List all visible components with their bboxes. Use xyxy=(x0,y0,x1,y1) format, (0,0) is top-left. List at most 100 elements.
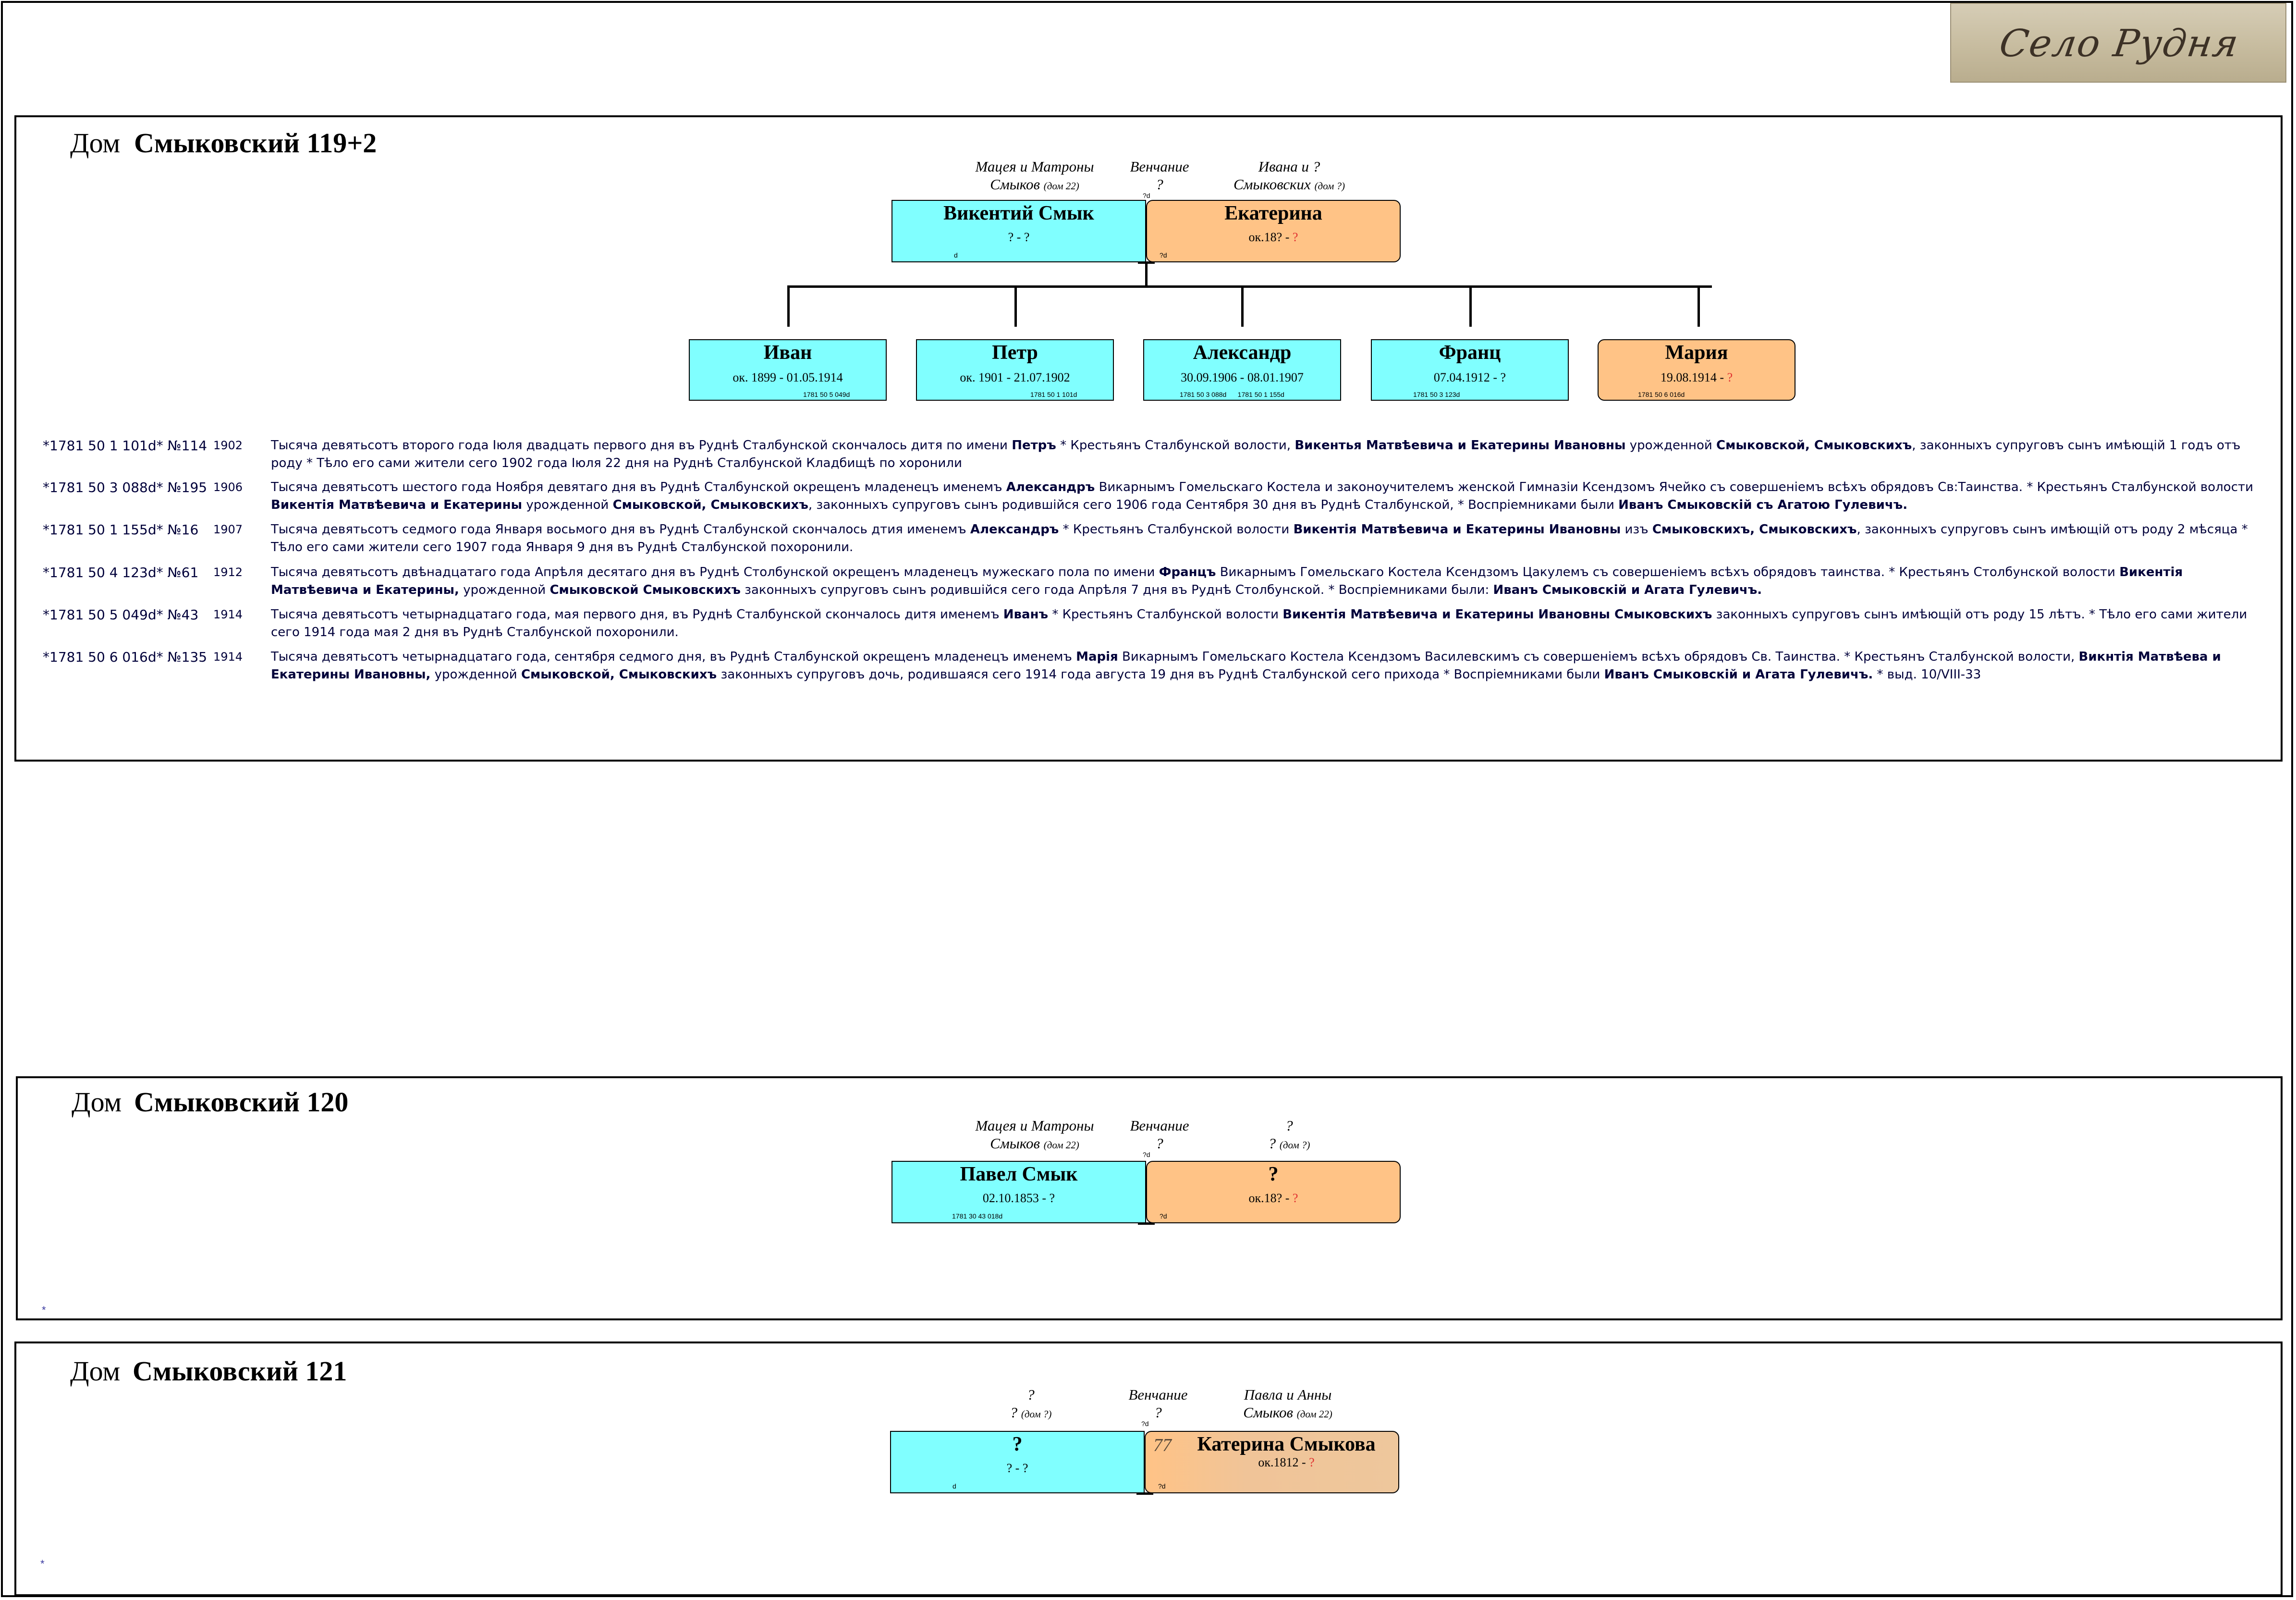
mother-parents-names: Ивана и ? xyxy=(1258,158,1320,175)
record-text: Тысяча девятьсотъ седмого года Января во… xyxy=(271,522,2248,554)
husband-note: d xyxy=(954,251,958,259)
record-year: 1902 xyxy=(213,439,243,452)
record-id: *1781 50 5 049d* №43 xyxy=(43,607,199,623)
wife-name: Катерина Смыкова xyxy=(1197,1433,1376,1455)
house-title: Смыковский 119+2 xyxy=(134,127,377,159)
wedding-label: Венчание xyxy=(1130,158,1189,175)
mother-parents: ? ? (дом ?) xyxy=(1160,1117,1419,1154)
record-text: Тысяча девятьсотъ второго года Іюля двад… xyxy=(271,438,2241,470)
house-block-119: Дом Смыковский 119+2 Мацея и Матроны Смы… xyxy=(14,115,2283,762)
record-id: *1781 50 1 101d* №114 xyxy=(43,438,208,454)
wife-note: ?d xyxy=(1158,1482,1166,1490)
child-refs: 1781 50 3 088d 1781 50 1 155d xyxy=(1180,391,1284,398)
wife-name: Екатерина xyxy=(1224,202,1322,224)
wedding-note: ?d xyxy=(1141,1420,1149,1428)
father-parents: Мацея и Матроны Смыков (дом 22) xyxy=(905,158,1164,195)
husband-name: Павел Смык xyxy=(960,1163,1078,1185)
mother-parents-house: (дом ?) xyxy=(1314,180,1345,192)
village-seal-image: Село Рудня Сталбунска xyxy=(1950,3,2286,83)
house-block-121: Дом Смыковский 121 ? ? (дом ?) Венчание … xyxy=(14,1342,2283,1596)
wife-dates-birth: ок.18? xyxy=(1248,1191,1282,1205)
wife-dates: ок.18? - ? xyxy=(1147,231,1400,244)
family-stem-tick xyxy=(1138,1222,1155,1225)
wife-dates-sep: - xyxy=(1298,1455,1309,1469)
wife-dates-death: ? xyxy=(1292,1191,1298,1205)
record-row: *1781 50 1 155d* №16 1907 Тысяча девятьс… xyxy=(43,521,2272,556)
father-parents-names: Мацея и Матроны xyxy=(975,1117,1094,1134)
record-year: 1912 xyxy=(213,566,243,579)
wedding-note: ?d xyxy=(1143,1151,1150,1158)
wife-dates-death: ? xyxy=(1292,230,1298,244)
husband-dates: 02.10.1853 - ? xyxy=(982,1191,1055,1205)
child-box-frants[interactable]: Франц 07.04.1912 - ? 1781 50 3 123d xyxy=(1371,339,1569,401)
father-parents-surname: ? xyxy=(1010,1404,1018,1421)
house-label: Дом xyxy=(70,1355,121,1387)
record-id: *1781 50 1 155d* №16 xyxy=(43,522,199,538)
father-parents-surname: Смыков xyxy=(990,1135,1040,1152)
record-row: *1781 50 1 101d* №114 1902 Тысяча девять… xyxy=(43,437,2272,472)
husband-box[interactable]: Павел Смык 02.10.1853 - ? 1781 30 43 018… xyxy=(892,1161,1146,1223)
father-parents-names: Мацея и Матроны xyxy=(975,158,1094,175)
house-block-120: Дом Смыковский 120 Мацея и Матроны Смыко… xyxy=(16,1076,2283,1320)
wedding-info: Венчание ? xyxy=(1073,1117,1246,1152)
record-id: *1781 50 4 123d* №61 xyxy=(43,565,199,580)
father-parents: ? ? (дом ?) xyxy=(901,1386,1160,1423)
husband-name: ? xyxy=(1012,1433,1023,1455)
mother-parents-surname: ? xyxy=(1268,1135,1276,1152)
child-dates: ок. 1899 - 01.05.1914 xyxy=(733,370,843,384)
house-label: Дом xyxy=(70,127,121,159)
husband-note: d xyxy=(953,1482,956,1490)
wife-note: ?d xyxy=(1160,251,1167,259)
child-dates-birth: 19.08.1914 - xyxy=(1660,370,1727,384)
house-title: Смыковский 120 xyxy=(134,1086,349,1118)
wife-dates-sep: - xyxy=(1282,230,1293,244)
child-refs: 1781 50 1 101d xyxy=(1030,391,1077,398)
mother-parents-surname: Смыков xyxy=(1243,1404,1293,1421)
record-year: 1907 xyxy=(213,523,243,536)
wedding-label: Венчание xyxy=(1130,1117,1189,1134)
wedding-info: Венчание ? xyxy=(1073,158,1246,193)
child-refs: 1781 50 5 049d xyxy=(803,391,850,398)
wife-box[interactable]: Екатерина ок.18? - ? ?d xyxy=(1146,200,1401,262)
child-box-petr[interactable]: Петр ок. 1901 - 21.07.1902 1781 50 1 101… xyxy=(916,339,1114,401)
child-refs: 1781 50 6 016d xyxy=(1638,391,1685,398)
wedding-info: Венчание ? xyxy=(1072,1386,1245,1421)
child-dates: 19.08.1914 - ? xyxy=(1599,371,1795,384)
record-id: *1781 50 6 016d* №135 xyxy=(43,649,208,665)
father-parents: Мацея и Матроны Смыков (дом 22) xyxy=(905,1117,1164,1154)
wife-box[interactable]: ? ок.18? - ? ?d xyxy=(1146,1161,1401,1223)
wife-dates-death: ? xyxy=(1309,1455,1315,1469)
father-parents-names: ? xyxy=(1027,1386,1035,1403)
child-box-mariya[interactable]: Мария 19.08.1914 - ? 1781 50 6 016d xyxy=(1598,339,1795,401)
wife-box[interactable]: 77 Катерина Смыкова ок.1812 - ? ?d xyxy=(1145,1431,1399,1493)
record-text: Тысяча девятьсотъ четырнадцатаго года, м… xyxy=(271,607,2247,640)
wife-dates-birth: ок.18? xyxy=(1248,230,1282,244)
child-box-ivan[interactable]: Иван ок. 1899 - 01.05.1914 1781 50 5 049… xyxy=(689,339,887,401)
seal-handwriting: Село Рудня Сталбунска xyxy=(1996,22,2242,65)
family-stem-tick xyxy=(1136,1492,1153,1495)
wedding-date: ? xyxy=(1154,1404,1162,1421)
child-drop-line xyxy=(1469,285,1472,327)
child-drop-line xyxy=(1241,285,1244,327)
note-marker: * xyxy=(40,1558,45,1570)
father-parents-house: (дом ?) xyxy=(1021,1408,1052,1420)
children-bar-line xyxy=(787,285,1712,288)
child-name: Франц xyxy=(1439,342,1501,364)
child-box-aleksandr[interactable]: Александр 30.09.1906 - 08.01.1907 1781 5… xyxy=(1143,339,1341,401)
family-stem-line xyxy=(1145,261,1148,286)
husband-box[interactable]: ? ? - ? d xyxy=(890,1431,1145,1493)
record-row: *1781 50 3 088d* №195 1906 Тысяча девять… xyxy=(43,479,2272,514)
wife-note: ?d xyxy=(1160,1212,1167,1220)
child-name: Петр xyxy=(992,342,1038,364)
record-text: Тысяча девятьсотъ двѣнадцатаго года Апрѣ… xyxy=(271,565,2183,597)
husband-dates: ? - ? xyxy=(1008,230,1030,244)
husband-box[interactable]: Викентий Смык ? - ? d xyxy=(892,200,1146,262)
wedding-date: ? xyxy=(1156,176,1163,193)
child-drop-line xyxy=(1698,285,1700,327)
record-row: *1781 50 5 049d* №43 1914 Тысяча девятьс… xyxy=(43,606,2272,641)
record-year: 1906 xyxy=(213,480,243,494)
family-stem-tick xyxy=(1138,261,1155,264)
child-name: Иван xyxy=(763,342,812,364)
child-dates: 30.09.1906 - 08.01.1907 xyxy=(1181,370,1304,384)
